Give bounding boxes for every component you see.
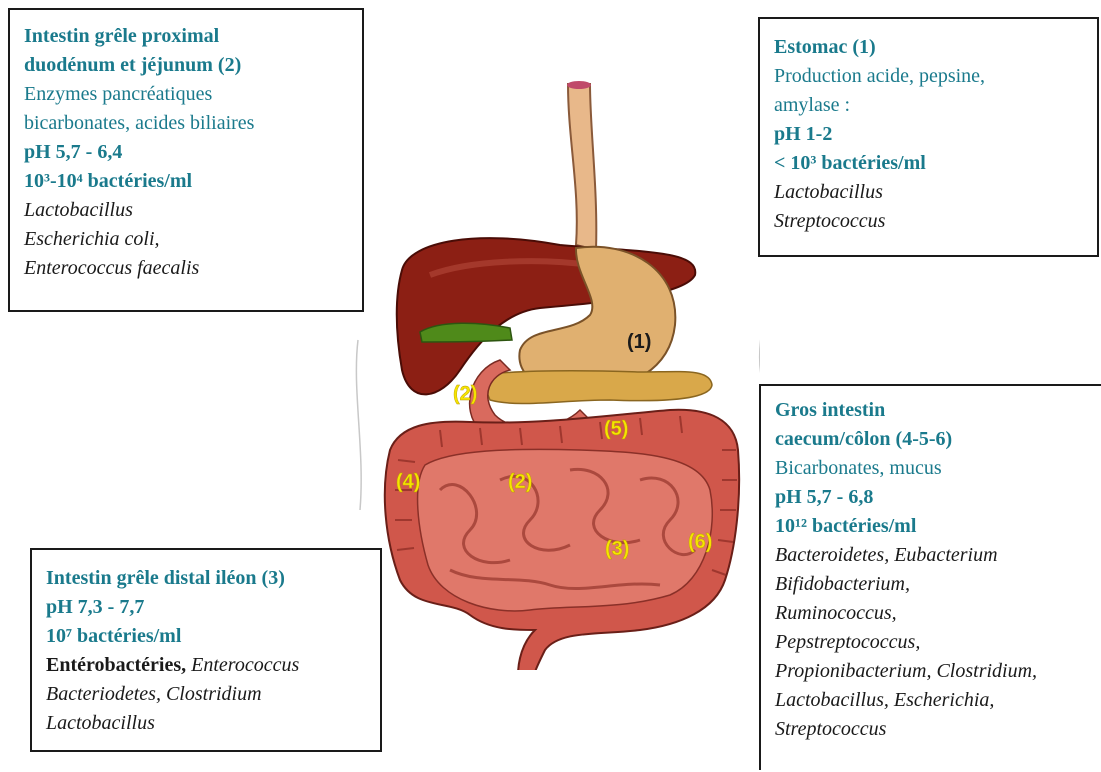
gros-title-1: Gros intestin: [775, 396, 1087, 425]
gros-bacteria: 10¹² bactéries/ml: [775, 512, 1087, 541]
label-duodenum: (2): [453, 383, 477, 405]
box-gros-intestin: Gros intestin caecum/côlon (4-5-6) Bicar…: [759, 384, 1101, 770]
digestive-system-illustration: (1) (2) (5) (4) (2) (3) (6): [340, 70, 760, 670]
duo-bacteria: 10³-10⁴ bactéries/ml: [24, 167, 348, 196]
sto-bacteria: < 10³ bactéries/ml: [774, 149, 1083, 178]
pancreas: [480, 371, 712, 404]
sto-species-2: Streptococcus: [774, 207, 1083, 236]
label-ascending-colon: (4): [396, 471, 420, 493]
sto-species-1: Lactobacillus: [774, 178, 1083, 207]
leader-line-left: [356, 340, 361, 510]
ileon-italic-text: Enterococcus: [191, 654, 299, 676]
box-estomac: Estomac (1) Production acide, pepsine, a…: [758, 17, 1099, 257]
sto-desc-1: Production acide, pepsine,: [774, 62, 1083, 91]
gros-species-1: Bacteroidetes, Eubacterium: [775, 541, 1087, 570]
gros-species-4: Pepstreptococcus,: [775, 628, 1087, 657]
sto-ph: pH 1-2: [774, 120, 1083, 149]
duo-desc-1: Enzymes pancréatiques: [24, 80, 348, 109]
duo-desc-2: bicarbonates, acides biliaires: [24, 109, 348, 138]
duo-title-2: duodénum et jéjunum (2): [24, 51, 348, 80]
ileon-title: Intestin grêle distal iléon (3): [46, 564, 366, 593]
gros-title-2: caecum/côlon (4-5-6): [775, 425, 1087, 454]
label-ileum: (3): [605, 538, 629, 560]
gros-species-5: Propionibacterium, Clostridium,: [775, 657, 1087, 686]
label-transverse-colon: (5): [604, 418, 628, 440]
duo-species-3: Enterococcus faecalis: [24, 254, 348, 283]
ileon-plain-text: Entérobactéries,: [46, 654, 186, 676]
box-intestin-grele-proximal: Intestin grêle proximal duodénum et jéju…: [8, 8, 364, 312]
label-stomach: (1): [627, 331, 651, 353]
gros-species-7: Streptococcus: [775, 715, 1087, 744]
gros-species-2: Bifidobacterium,: [775, 570, 1087, 599]
gros-ph: pH 5,7 - 6,8: [775, 483, 1087, 512]
sto-desc-2: amylase :: [774, 91, 1083, 120]
ileon-mixed-line: Entérobactéries, Enterococcus: [46, 651, 366, 680]
gros-desc: Bicarbonates, mucus: [775, 454, 1087, 483]
gros-species-6: Lactobacillus, Escherichia,: [775, 686, 1087, 715]
gallbladder: [420, 323, 512, 342]
duo-ph: pH 5,7 - 6,4: [24, 138, 348, 167]
label-jejunum: (2): [508, 471, 532, 493]
gros-species-3: Ruminococcus,: [775, 599, 1087, 628]
duo-species-1: Lactobacillus: [24, 196, 348, 225]
box-intestin-grele-distal: Intestin grêle distal iléon (3) pH 7,3 -…: [30, 548, 382, 752]
sto-title: Estomac (1): [774, 33, 1083, 62]
label-descending-colon: (6): [688, 531, 712, 553]
esophagus: [568, 84, 596, 250]
ileon-species-2: Lactobacillus: [46, 709, 366, 738]
ileon-bacteria: 10⁷ bactéries/ml: [46, 622, 366, 651]
ileon-ph: pH 7,3 - 7,7: [46, 593, 366, 622]
esophagus-opening: [567, 81, 591, 89]
duo-species-2: Escherichia coli,: [24, 225, 348, 254]
ileon-species-1: Bacteriodetes, Clostridium: [46, 680, 366, 709]
duo-title-1: Intestin grêle proximal: [24, 22, 348, 51]
